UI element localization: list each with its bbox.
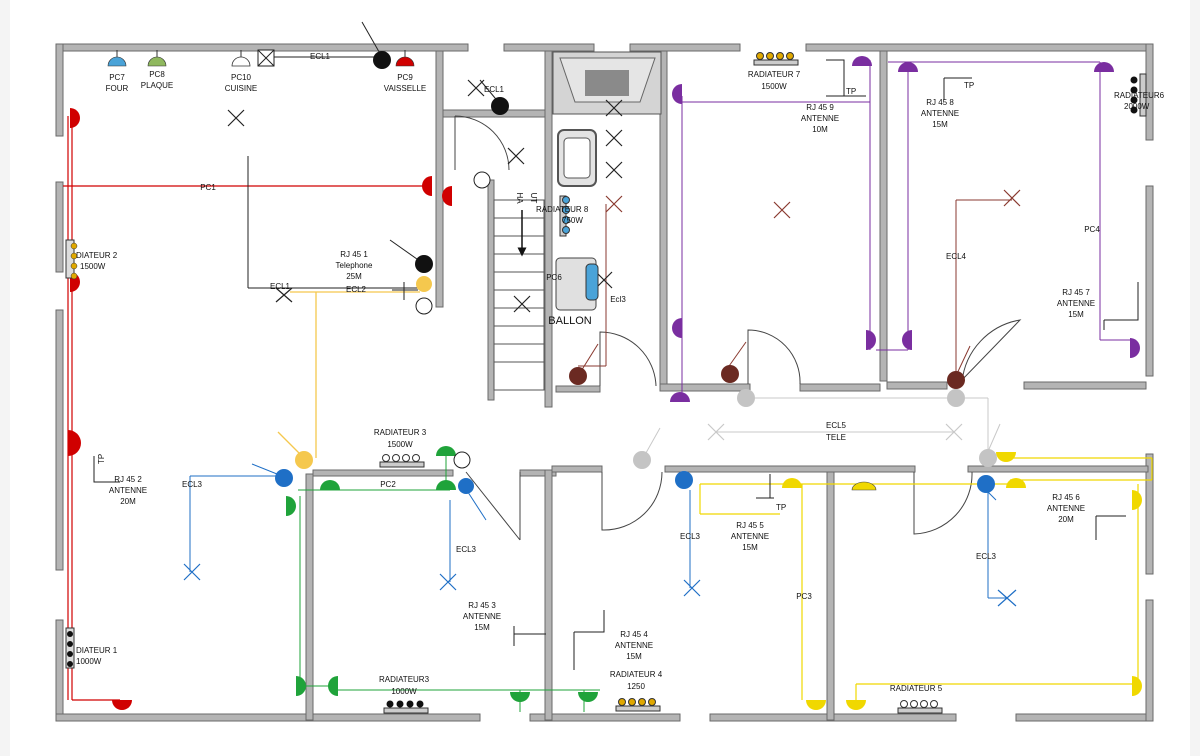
rj45-9-label: RJ 45 9	[806, 103, 834, 112]
circuit-pc4-label: PC4	[1084, 225, 1100, 234]
circuit-pc3-label: PC3	[796, 592, 812, 601]
rj45-1-length: 25M	[346, 272, 362, 281]
radiator-3-label: RADIATEUR 3	[374, 428, 427, 437]
rj45-7-label: RJ 45 7	[1062, 288, 1090, 297]
circuit-pc2-label: PC2	[380, 480, 396, 489]
rj45-2-label: RJ 45 2	[114, 475, 142, 484]
socket-pc10-sub: CUISINE	[225, 84, 257, 93]
circuit-ecl3-west-label: ECL3	[182, 480, 203, 489]
rj45-8-length: 15M	[932, 120, 948, 129]
rj45-7-type: ANTENNE	[1057, 299, 1095, 308]
tp-mark-2: TP	[97, 454, 106, 464]
radiator-4-label: RADIATEUR 4	[610, 670, 663, 679]
rj45-6-label: RJ 45 6	[1052, 493, 1080, 502]
rj45-3-length: 15M	[474, 623, 490, 632]
rj45-8-type: ANTENNE	[921, 109, 959, 118]
socket-pc8-label: PC8	[149, 70, 165, 79]
radiator-6-label: RADIATEUR6	[1114, 91, 1165, 100]
light-points-brown	[605, 189, 1021, 219]
stairs-label-ut: UT	[529, 193, 538, 204]
light-points-grey	[707, 423, 963, 441]
radiator-3b-label: RADIATEUR3	[379, 675, 430, 684]
rj45-5-label: RJ 45 5	[736, 521, 764, 530]
rj45-1-type: Telephone	[336, 261, 373, 270]
radiator-2-power: 1500W	[80, 262, 106, 271]
rj45-6-type: ANTENNE	[1047, 504, 1085, 513]
socket-pc7-label: PC7	[109, 73, 125, 82]
radiator-1-power: 1000W	[76, 657, 102, 666]
sockets	[68, 50, 1142, 710]
rj45-6-length: 20M	[1058, 515, 1074, 524]
circuit-ecl5-label: ECL5	[826, 421, 847, 430]
circuit-pc1-label: PC1	[200, 183, 216, 192]
rj45-brackets	[93, 59, 1139, 670]
circuit-ecl1-top-label: ECL1	[310, 52, 331, 61]
rj45-3-label: RJ 45 3	[468, 601, 496, 610]
pc3-circuit	[699, 457, 1153, 700]
radiator-7-label: RADIATEUR 7	[748, 70, 801, 79]
light-points-blue	[183, 563, 1017, 607]
socket-pc9-sub: VAISSELLE	[384, 84, 427, 93]
circuit-ecl3-east-label: ECL3	[976, 552, 997, 561]
rj45-9-type: ANTENNE	[801, 114, 839, 123]
rj45-4-label: RJ 45 4	[620, 630, 648, 639]
radiator-5-label: RADIATEUR 5	[890, 684, 943, 693]
circuit-ecl2-label: ECL2	[346, 285, 367, 294]
radiator-8-label: RADIATEUR 8	[536, 205, 589, 214]
tp-mark-5: TP	[776, 503, 786, 512]
circuit-ecl1-hall-label: ECL1	[484, 85, 505, 94]
radiator-1-label: DIATEUR 1	[76, 646, 118, 655]
socket-pc10-label: PC10	[231, 73, 252, 82]
radiator-8-power: 750W	[562, 216, 583, 225]
radiator-6-power: 2000W	[1124, 102, 1150, 111]
circuit-ecl3-mid-label: ECL3	[456, 545, 477, 554]
radiator-3b-power: 1000W	[391, 687, 417, 696]
ballon-label: BALLON	[548, 315, 591, 327]
circuit-ecl1-living-label: ECL1	[270, 282, 291, 291]
rj45-9-length: 10M	[812, 125, 828, 134]
rj45-4-type: ANTENNE	[615, 641, 653, 650]
rj45-8-label: RJ 45 8	[926, 98, 954, 107]
stairs-label-ha: HA	[515, 192, 524, 204]
red-circuit	[63, 116, 426, 701]
light-points-black	[227, 79, 623, 313]
radiator-4-power: 1250	[627, 682, 645, 691]
tp-mark-8: TP	[964, 81, 974, 90]
circuit-ecl4-label: ECL4	[946, 252, 967, 261]
kitchen-hood	[552, 51, 662, 115]
socket-pc7-sub: FOUR	[106, 84, 129, 93]
water-heater	[555, 257, 599, 311]
socket-pc8-sub: PLAQUE	[141, 81, 173, 90]
radiator-3-power: 1500W	[387, 440, 413, 449]
ecl3-circuit	[189, 463, 1006, 599]
rj45-2-length: 20M	[120, 497, 136, 506]
socket-pc6-label: PC6	[546, 273, 562, 282]
pc4-circuit	[681, 60, 1132, 398]
rj45-5-length: 15M	[742, 543, 758, 552]
staircase: HA UT	[493, 192, 545, 391]
rj45-4-length: 15M	[626, 652, 642, 661]
socket-pc9-label: PC9	[397, 73, 413, 82]
tp-mark-9: TP	[846, 87, 856, 96]
rj45-2-type: ANTENNE	[109, 486, 147, 495]
rj45-3-type: ANTENNE	[463, 612, 501, 621]
junction-box	[257, 49, 275, 67]
circuit-ecl5-sub: TELE	[826, 433, 846, 442]
walls	[55, 43, 1154, 722]
rj45-7-length: 15M	[1068, 310, 1084, 319]
circuit-ecl3-south-label: ECL3	[680, 532, 701, 541]
radiator-7-power: 1500W	[761, 82, 787, 91]
circuit-ecl3-vert-label: Ecl3	[610, 295, 626, 304]
rj45-5-type: ANTENNE	[731, 532, 769, 541]
radiator-2-label: DIATEUR 2	[76, 251, 118, 260]
radiators	[65, 52, 1147, 714]
rj45-1-label: RJ 45 1	[340, 250, 368, 259]
sink	[557, 129, 597, 187]
